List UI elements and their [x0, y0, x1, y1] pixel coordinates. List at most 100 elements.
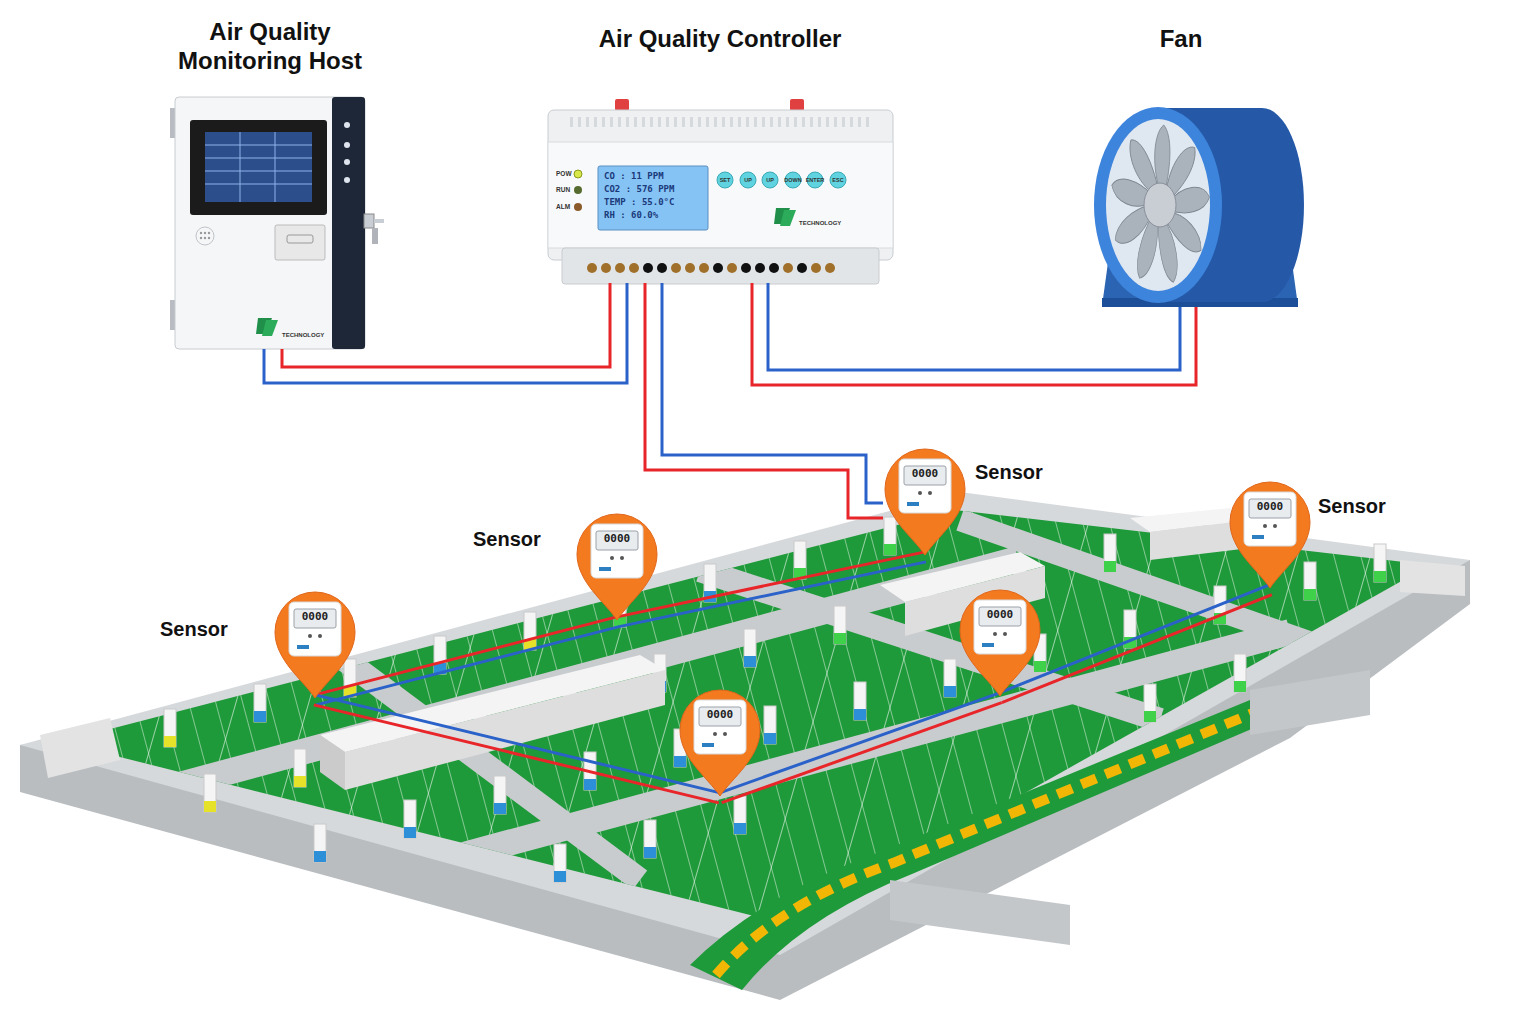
- parking-pillars-part: [944, 659, 956, 697]
- air-quality-controller-device-part: [643, 263, 653, 273]
- monitoring-host-device-part: [344, 159, 350, 165]
- parking-pillars-part: [854, 682, 866, 720]
- sensor-pin: Sensor0000: [883, 447, 967, 557]
- sensor-button: [308, 634, 312, 638]
- sensor-display: [1249, 499, 1291, 518]
- monitoring-host-device-part: [175, 97, 365, 349]
- pin-body: [577, 514, 657, 620]
- sensor-display: [979, 607, 1021, 626]
- red-wire: [752, 283, 1196, 385]
- red-wire: [645, 283, 883, 518]
- red-wire: [1002, 595, 1272, 703]
- building-blocks-part: [1400, 560, 1465, 596]
- monitoring-host-device-part: [205, 184, 312, 185]
- parking-pillars-part: [1144, 684, 1156, 722]
- button-label: ESC: [832, 177, 843, 185]
- air-quality-controller-device-part: [785, 172, 801, 188]
- parking-pillars-part: [344, 659, 356, 697]
- axial-fan-part: [1094, 107, 1222, 303]
- air-quality-controller-device-part: [574, 186, 582, 194]
- device-heading: Air Quality Monitoring Host: [150, 17, 390, 75]
- device-heading: Air Quality Controller: [520, 24, 920, 53]
- sensor-logo: [297, 645, 309, 649]
- monitoring-host-device-part: [208, 232, 210, 234]
- sensor-pin: Sensor0000: [1228, 480, 1312, 590]
- sensor-button: [1003, 632, 1007, 636]
- monitoring-host-device-part: [190, 120, 327, 215]
- parking-pillars-part: [554, 844, 566, 882]
- monitoring-host-device-part: [200, 232, 202, 234]
- air-quality-controller-device-part: [570, 117, 870, 127]
- signal-cable: [645, 283, 883, 518]
- pin-body: [885, 449, 965, 555]
- led-label: ALM: [556, 203, 570, 212]
- monitoring-host-device-part: [275, 132, 276, 202]
- sensor-reading: 0000: [904, 467, 946, 485]
- air-quality-controller-device-part: [562, 248, 879, 284]
- sensor-label: Sensor: [160, 618, 228, 641]
- air-quality-controller-device-part: [755, 263, 765, 273]
- red-wire: [722, 703, 1002, 803]
- air-quality-controller-device-part: [548, 110, 893, 260]
- button-label: UP: [744, 177, 752, 185]
- parking-pillars-part: [164, 709, 176, 747]
- sensor-logo: [907, 502, 919, 506]
- pin-outline: [958, 588, 1042, 698]
- monitoring-host-device-part: [374, 219, 384, 223]
- red-wire: [314, 705, 719, 803]
- sensor-reading: 0000: [596, 532, 638, 550]
- lcd-reading: CO2 : 576 PPM: [604, 184, 674, 195]
- brand-text: TECHNOLOGY: [799, 219, 841, 227]
- building-blocks-part: [40, 718, 120, 778]
- signal-cable: [616, 552, 926, 627]
- signal-cable: [314, 617, 619, 705]
- air-quality-controller-device-part: [727, 263, 737, 273]
- monitoring-host-device-part: [196, 227, 214, 245]
- lcd-reading: RH : 60.0%: [604, 210, 658, 221]
- parking-pillars-part: [884, 517, 896, 555]
- sensor-label: Sensor: [975, 461, 1043, 484]
- sensor-button: [1263, 524, 1267, 528]
- air-quality-controller-device-part: [598, 166, 708, 230]
- sensor-logo: [702, 743, 714, 747]
- sensor-label: Sensor: [473, 528, 541, 551]
- axial-fan: [1094, 107, 1304, 307]
- blue-wire: [316, 627, 618, 705]
- monitoring-host-device-part: [208, 237, 210, 239]
- parking-garage-part: [0, 400, 1536, 1000]
- sensor-pin: 0000: [958, 588, 1042, 698]
- axial-fan-part: [1106, 119, 1210, 291]
- button-label: DOWN: [784, 177, 801, 185]
- air-quality-controller-device-part: [615, 263, 625, 273]
- sensor-button: [620, 556, 624, 560]
- device-box: Air Quality Monitoring Host: [175, 97, 365, 349]
- lcd-reading: TEMP : 55.0°C: [604, 197, 674, 208]
- air-quality-controller-device-part: [780, 210, 796, 226]
- parking-pillars: [164, 517, 1386, 882]
- monitoring-host-device-part: [344, 142, 350, 148]
- air-quality-controller-device: [548, 99, 893, 284]
- sensor-display: [904, 466, 946, 485]
- monitoring-host-device-part: [204, 237, 206, 239]
- blue-wire: [718, 693, 998, 793]
- monitoring-host-device-part: [205, 145, 312, 146]
- monitoring-host-device-part: [275, 225, 325, 260]
- parking-pillars-part: [734, 796, 746, 834]
- led-label: RUN: [556, 186, 570, 195]
- air-quality-controller-device-part: [587, 263, 597, 273]
- ramp-part: [1250, 670, 1370, 735]
- monitoring-host-device-part: [364, 214, 374, 228]
- air-quality-controller-device-part: [574, 203, 582, 211]
- parking-pillars-part: [1234, 654, 1246, 692]
- monitoring-host-device-part: [332, 97, 365, 349]
- air-quality-controller-device-part: [713, 263, 723, 273]
- monitoring-host-device-part: [262, 320, 278, 336]
- sensor-reading: 0000: [294, 610, 336, 628]
- sensor-logo: [599, 567, 611, 571]
- button-label: ENTER: [806, 177, 825, 185]
- air-quality-controller-device-part: [811, 263, 821, 273]
- sensor-pin: Sensor0000: [575, 512, 659, 622]
- pin-outline: [1228, 480, 1312, 590]
- led-label: POW: [556, 170, 572, 179]
- parking-pillars-part: [1104, 534, 1116, 572]
